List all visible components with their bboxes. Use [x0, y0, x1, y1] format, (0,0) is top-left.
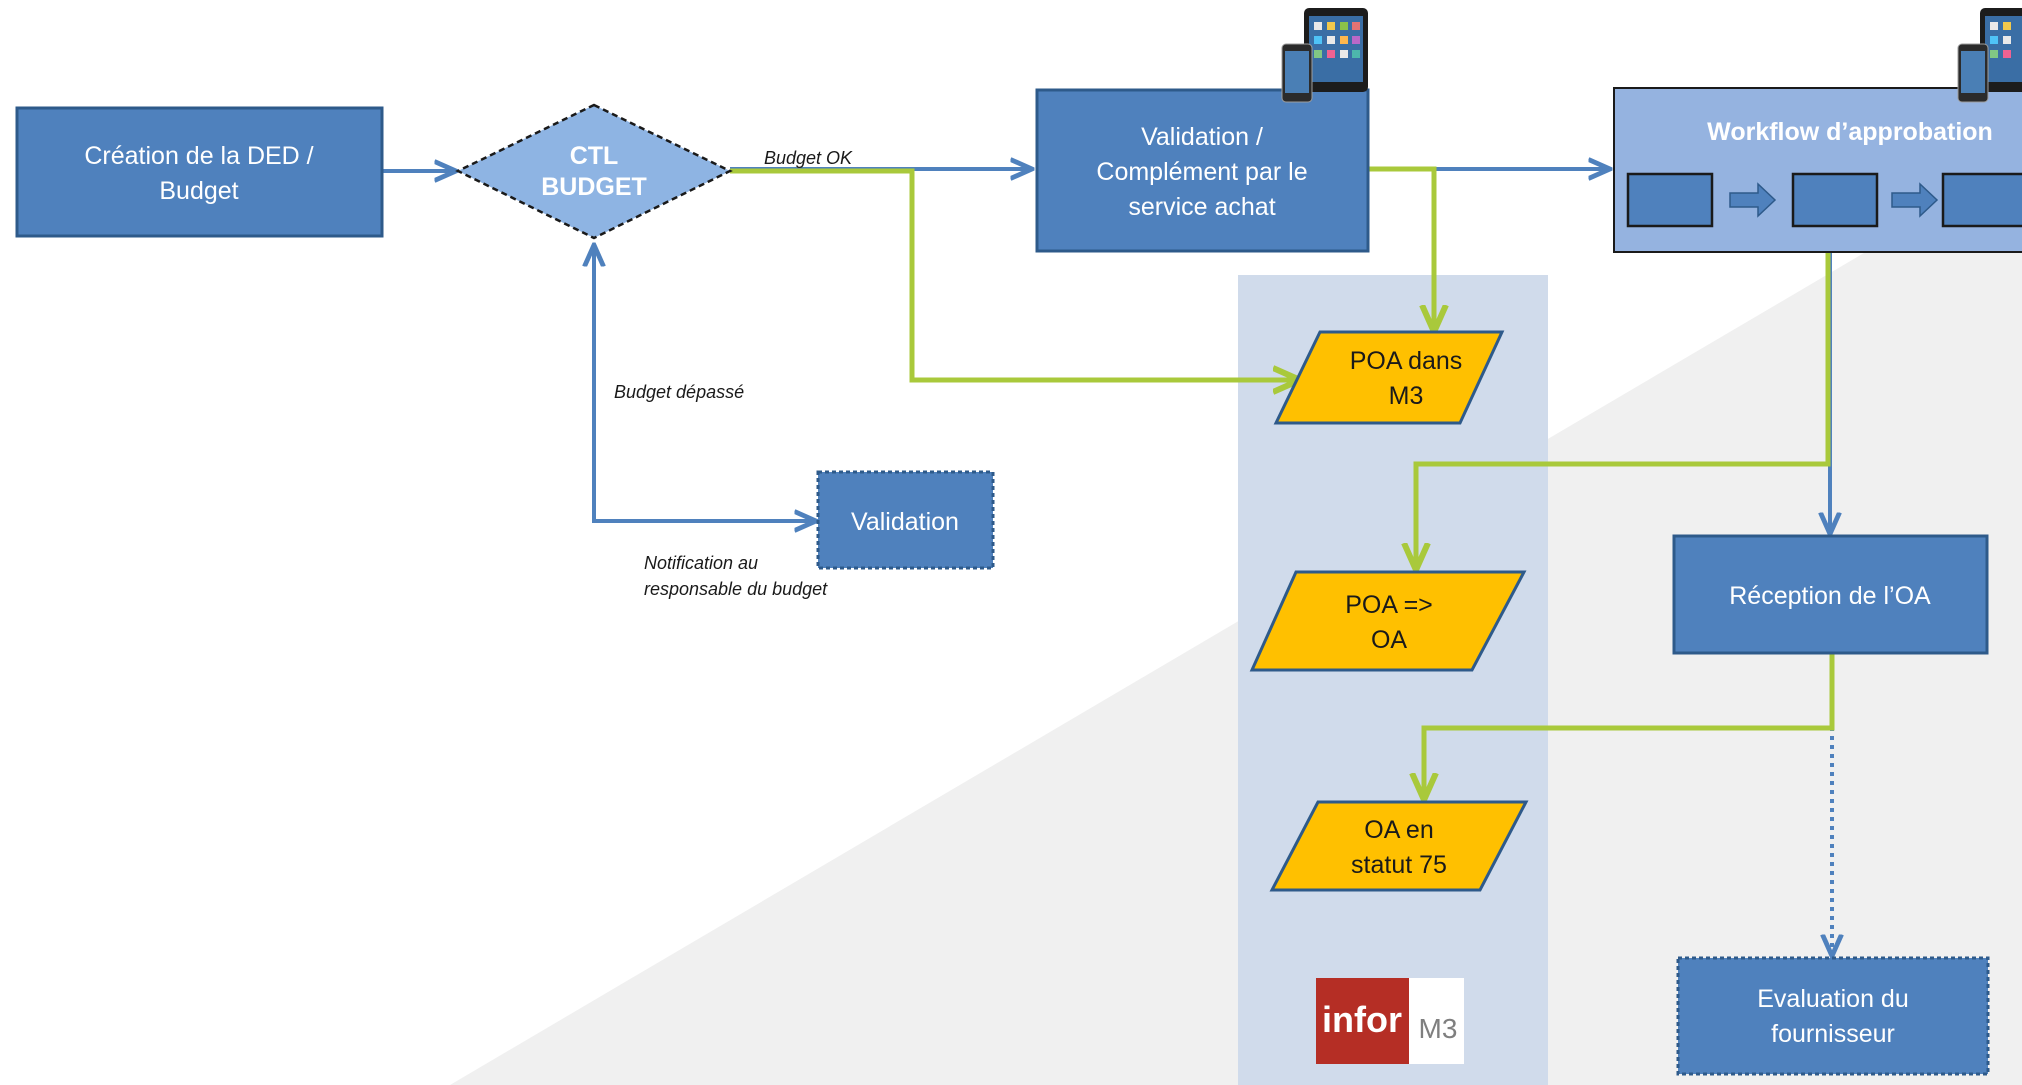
node-validation-achat-line3: service achat — [1128, 193, 1275, 221]
node-evaluation-fournisseur — [1676, 956, 1990, 1076]
infor-logo-white-block — [1409, 978, 1464, 1064]
label-budget-ok: Budget OK — [764, 148, 853, 168]
infor-logo-brand: infor — [1322, 999, 1402, 1040]
node-poa-to-oa — [1249, 570, 1527, 672]
node-validation-achat — [1035, 88, 1370, 253]
tablet-phone-icon — [1281, 8, 1368, 103]
node-creation-label-line1: Création de la DED / — [84, 142, 313, 170]
green-arrow-ctl-to-poa — [730, 168, 1300, 380]
workflow-arrow-icon-1 — [1729, 182, 1777, 218]
node-ctl-label-line1: CTL — [570, 142, 619, 170]
infor-logo-product: M3 — [1419, 1013, 1458, 1044]
node-poa-m3-line1: POA dans — [1350, 347, 1463, 375]
infor-m3-logo: infor M3 — [1316, 978, 1464, 1064]
node-validation-achat-line1: Validation / — [1141, 123, 1263, 151]
node-reception-label: Réception de l’OA — [1729, 582, 1931, 610]
node-ctl-label-line2: BUDGET — [541, 173, 647, 201]
workflow-arrow-icon-2 — [1891, 182, 1939, 218]
node-ctl-budget-diamond — [455, 103, 733, 240]
node-workflow-approbation — [1613, 87, 2022, 253]
workflow-step-1 — [1626, 172, 1714, 228]
node-creation-label-line2: Budget — [159, 177, 238, 205]
node-oa-statut-line1: OA en — [1364, 816, 1434, 844]
node-validation-achat-line2: Complément par le — [1096, 158, 1307, 186]
node-reception-oa — [1672, 534, 1989, 655]
node-poa-oa-line2: OA — [1371, 626, 1407, 654]
green-arrow-validation-to-poa — [1368, 166, 1434, 332]
green-arrow-workflow-to-poa-oa — [1416, 252, 1831, 570]
workflow-step-3 — [1941, 172, 2022, 228]
node-creation-ded — [15, 106, 384, 238]
node-poa-dans-m3 — [1273, 330, 1505, 425]
node-oa-statut-line2: statut 75 — [1351, 851, 1447, 879]
node-poa-oa-line1: POA => — [1345, 591, 1433, 619]
green-arrow-reception-to-oa-statut — [1424, 652, 1835, 800]
label-notification-line2: responsable du budget — [644, 579, 828, 599]
node-poa-m3-line2: M3 — [1389, 382, 1424, 410]
tablet-phone-icon — [1957, 8, 2022, 103]
label-notification-line1: Notification au — [644, 553, 758, 573]
node-evaluation-line2: fournisseur — [1771, 1020, 1895, 1048]
node-workflow-title: Workflow d’approbation — [1707, 118, 1993, 146]
infor-logo-red-block — [1316, 978, 1409, 1064]
node-validation-label: Validation — [851, 508, 959, 536]
node-evaluation-line1: Evaluation du — [1757, 985, 1909, 1013]
node-validation — [816, 470, 995, 570]
label-budget-depasse: Budget dépassé — [614, 382, 744, 402]
node-oa-statut-75 — [1269, 800, 1529, 892]
background-gray-band — [450, 160, 2022, 1085]
workflow-step-2 — [1791, 172, 1879, 228]
